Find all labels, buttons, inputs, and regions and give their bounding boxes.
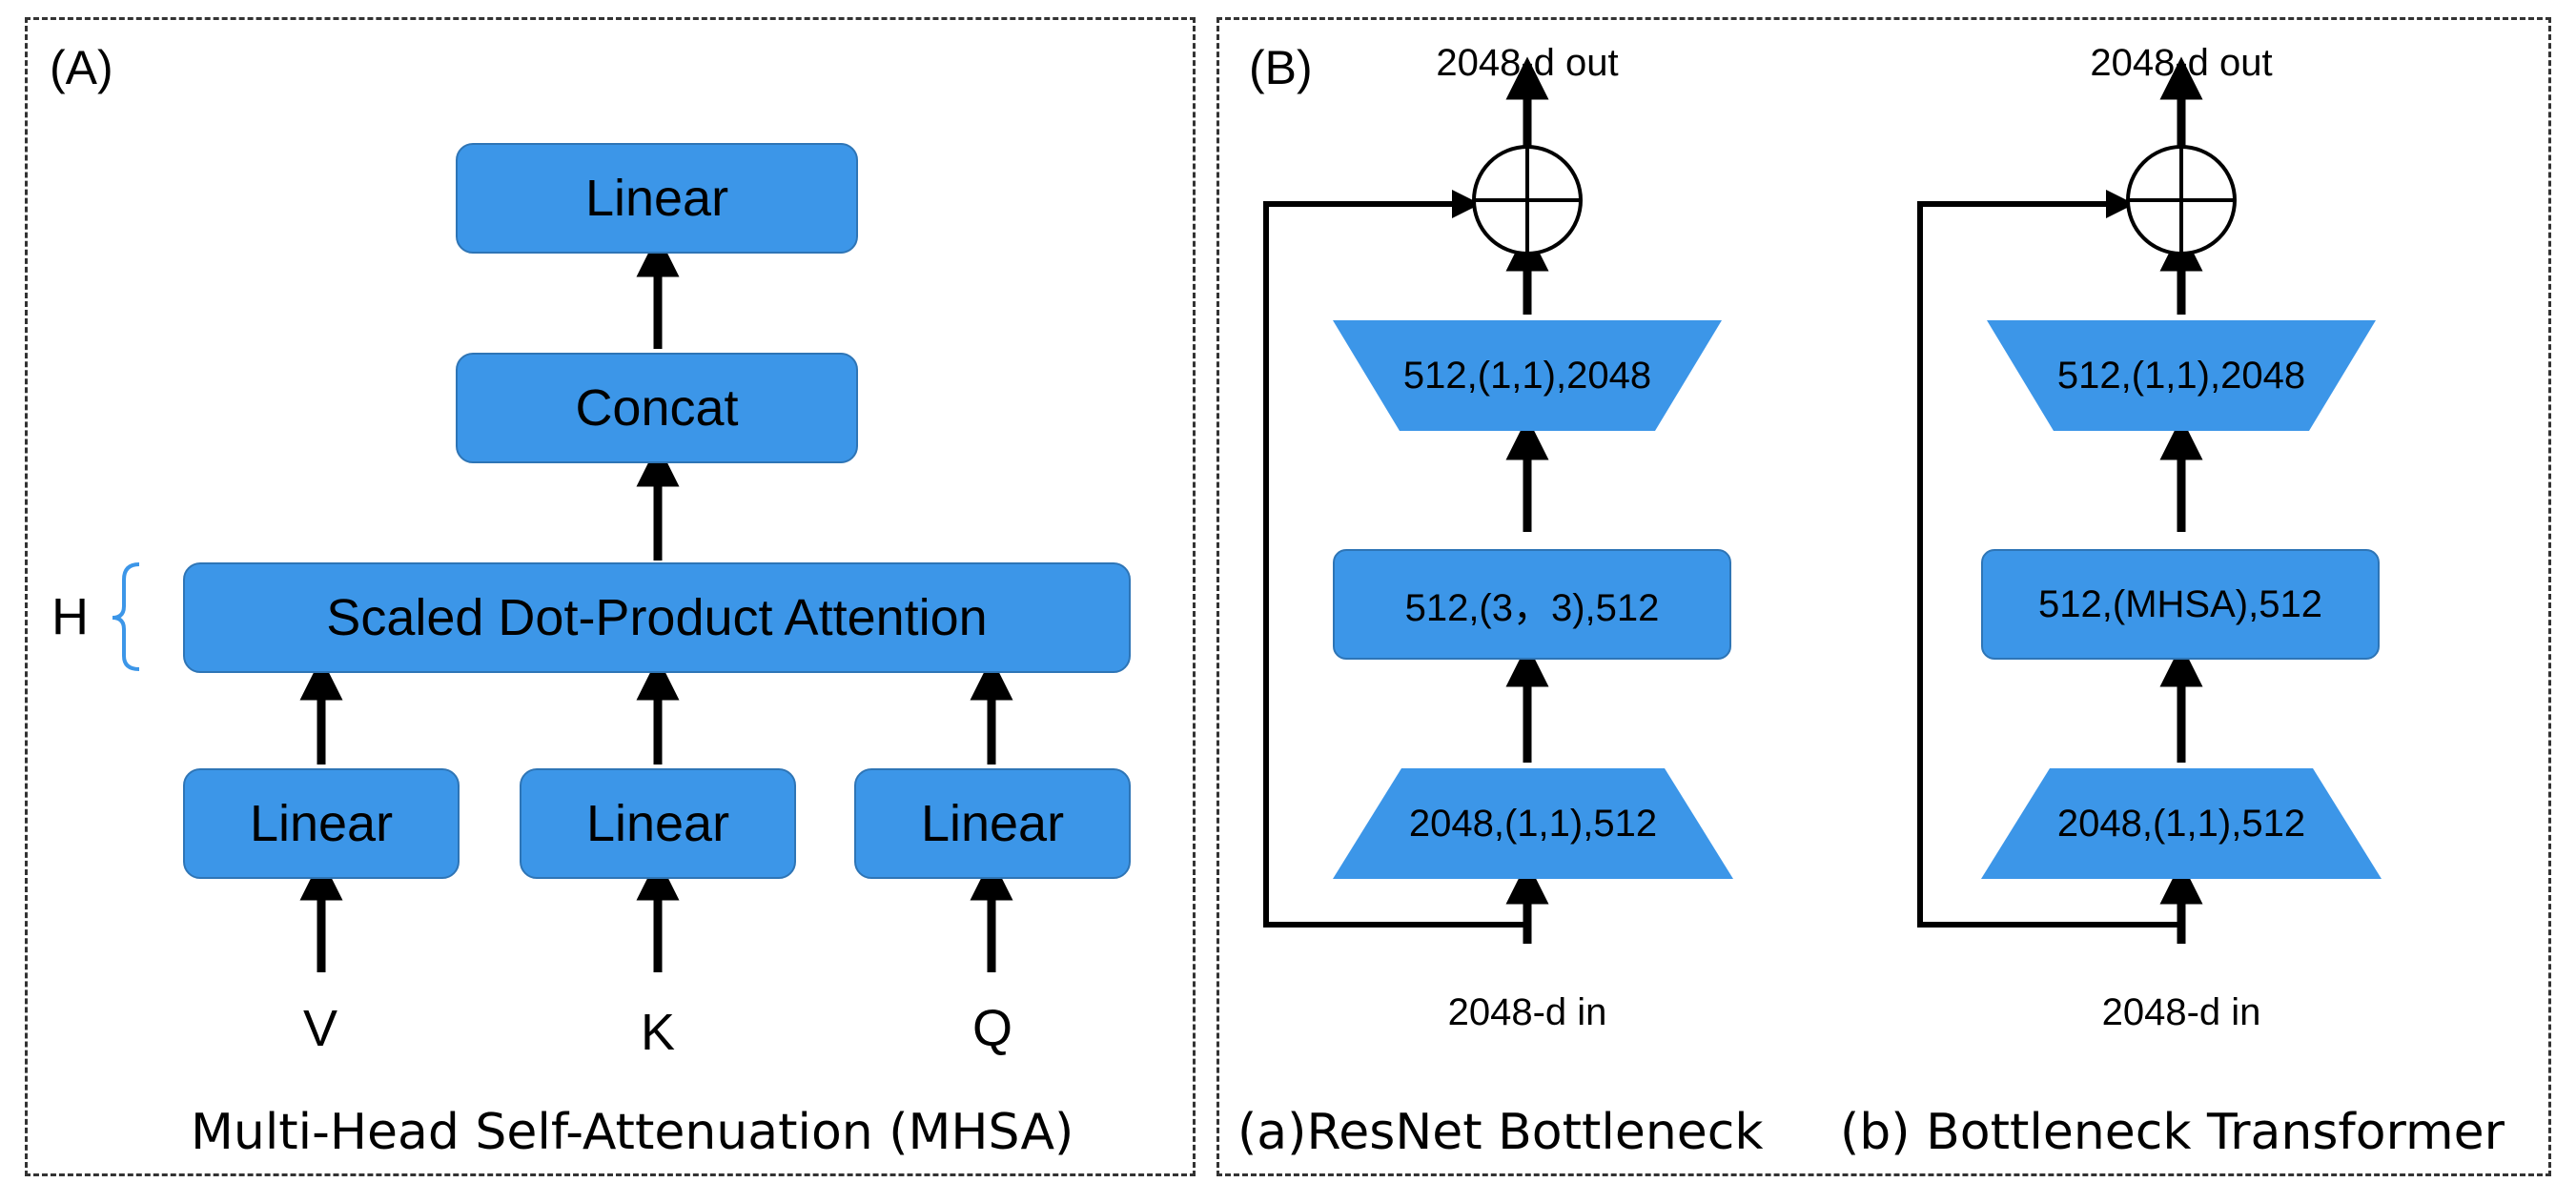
botnet-caption: (b) Bottleneck Transformer: [1840, 1104, 2505, 1161]
concat-label: Concat: [575, 379, 739, 437]
concat-block: Concat: [456, 353, 858, 463]
botnet-mid-label: 512,(MHSA),512: [2038, 582, 2322, 625]
resnet-bottom-label: 2048,(1,1),512: [1408, 802, 1658, 845]
input-q: Q: [972, 1000, 1013, 1057]
botnet-out-label: 2048-d out: [2090, 42, 2273, 84]
h-bracket: [112, 562, 140, 671]
resnet-sum-node: [1472, 145, 1583, 255]
resnet-top-label: 512,(1,1),2048: [1402, 354, 1652, 397]
botnet-in-label: 2048-d in: [2101, 991, 2261, 1033]
resnet-bottom-block: 2048,(1,1),512: [1333, 768, 1733, 879]
input-v: V: [303, 1000, 338, 1057]
resnet-in-label: 2048-d in: [1447, 991, 1607, 1033]
botnet-top-label: 512,(1,1),2048: [2056, 354, 2306, 397]
attention-label: Scaled Dot-Product Attention: [326, 589, 988, 646]
botnet-sum-node: [2126, 145, 2237, 255]
attention-block: Scaled Dot-Product Attention: [183, 562, 1131, 673]
input-k: K: [641, 1004, 676, 1061]
linear-label-k: Linear: [585, 795, 730, 852]
top-linear-block: Linear: [456, 143, 858, 254]
top-linear-label: Linear: [584, 170, 729, 227]
linear-block-k: Linear: [520, 768, 796, 879]
panel-b-label: (B): [1249, 41, 1313, 94]
panel-a-caption: Multi-Head Self-Attenuation (MHSA): [191, 1104, 1074, 1161]
botnet-skip-connection: [1917, 190, 2181, 928]
h-label: H: [51, 588, 89, 645]
linear-label-q: Linear: [920, 795, 1065, 852]
linear-block-v: Linear: [183, 768, 460, 879]
panel-b-frame: [1216, 17, 2551, 1176]
resnet-caption: (a)ResNet Bottleneck: [1237, 1104, 1764, 1161]
panel-a-frame: [25, 17, 1196, 1176]
botnet-bottom-label: 2048,(1,1),512: [2056, 802, 2306, 845]
botnet-top-block: 512,(1,1),2048: [1987, 320, 2376, 431]
botnet-mid-block: 512,(MHSA),512: [1981, 549, 2380, 660]
resnet-out-label: 2048-d out: [1436, 42, 1619, 84]
botnet-bottom-block: 2048,(1,1),512: [1981, 768, 2382, 879]
resnet-top-block: 512,(1,1),2048: [1333, 320, 1722, 431]
linear-block-q: Linear: [854, 768, 1131, 879]
linear-label-v: Linear: [249, 795, 394, 852]
resnet-mid-label: 512,(3，3),512: [1404, 587, 1660, 629]
resnet-mid-block: 512,(3，3),512: [1333, 549, 1731, 660]
panel-a-label: (A): [50, 41, 113, 94]
resnet-skip-connection: [1263, 190, 1527, 928]
